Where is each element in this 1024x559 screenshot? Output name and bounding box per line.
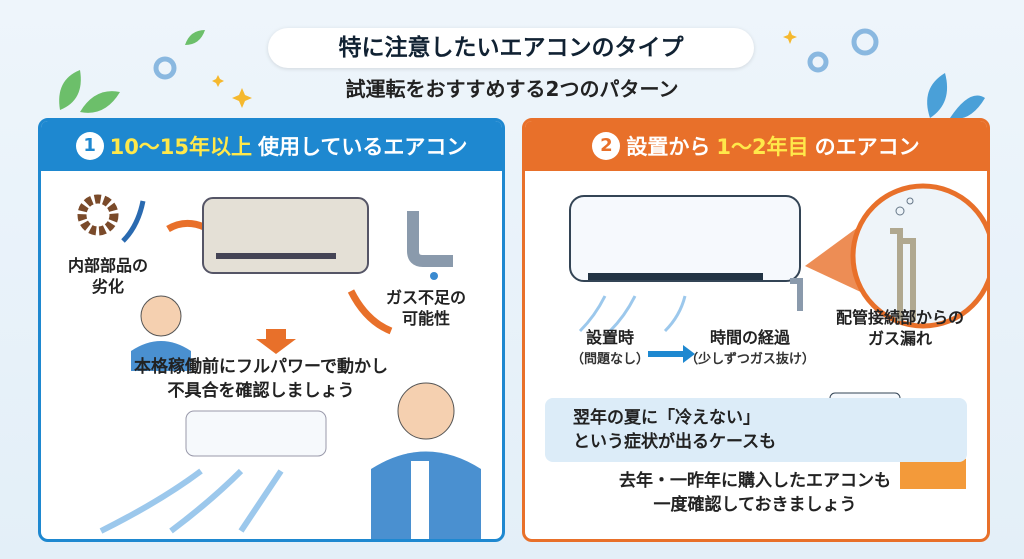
page-subtitle: 試運転をおすすめする2つのパターン [345,77,679,101]
step-installation: 設置時（問題なし） [570,328,649,367]
label-parts-deterioration: 内部部品の劣化 [67,256,148,296]
aircon-unit [569,195,803,333]
label-gas-leak: 配管接続部からのガス漏れ [835,308,964,348]
step-time-passes: 時間の経過（少しずつガス抜け） [685,328,815,367]
old-aircon-illustration [77,194,481,539]
panel-header: 1 10〜15年以上使用しているエアコン [41,121,502,171]
heading-text: 設置から [626,135,711,159]
panel-old-aircon: 1 10〜15年以上使用しているエアコン 内部部品の劣化 ガス不足の可能性 本格… [38,118,505,542]
number-badge: 2 [592,132,621,160]
pipe-leak-magnifier [850,183,987,329]
label-gas-shortage: ガス不足の可能性 [385,288,466,328]
number-badge: 1 [75,132,104,160]
heading-highlight: 10〜15年以上 [109,135,253,159]
down-arrow-icon [256,329,296,354]
older-man-thumbs-up [371,382,481,539]
symptom-box: 翌年の夏に「冷えない」という症状が出るケースも [545,398,967,462]
rusty-gear-icon [77,194,119,236]
new-aircon-unit [99,410,327,534]
leaking-pipe-icon [407,211,453,280]
broken-cable-icon [121,200,146,243]
leaf-icon [59,30,205,113]
leaf-icon [927,73,985,119]
heading-text: 使用しているエアコン [258,135,468,159]
arrow-right-icon [648,345,695,363]
old-aircon-unit [202,197,369,274]
heading-text: のエアコン [814,135,920,159]
person-pointing [131,295,191,371]
arrow-icon [347,289,393,335]
page-title: 特に注意したいエアコンのタイプ [268,28,754,68]
heading-highlight: 1〜2年目 [716,135,809,159]
advice-text: 本格稼働前にフルパワーで動かし不具合を確認しましょう [134,357,388,401]
advice-text: 去年・一昨年に購入したエアコンも一度確認しておきましょう [619,471,891,515]
